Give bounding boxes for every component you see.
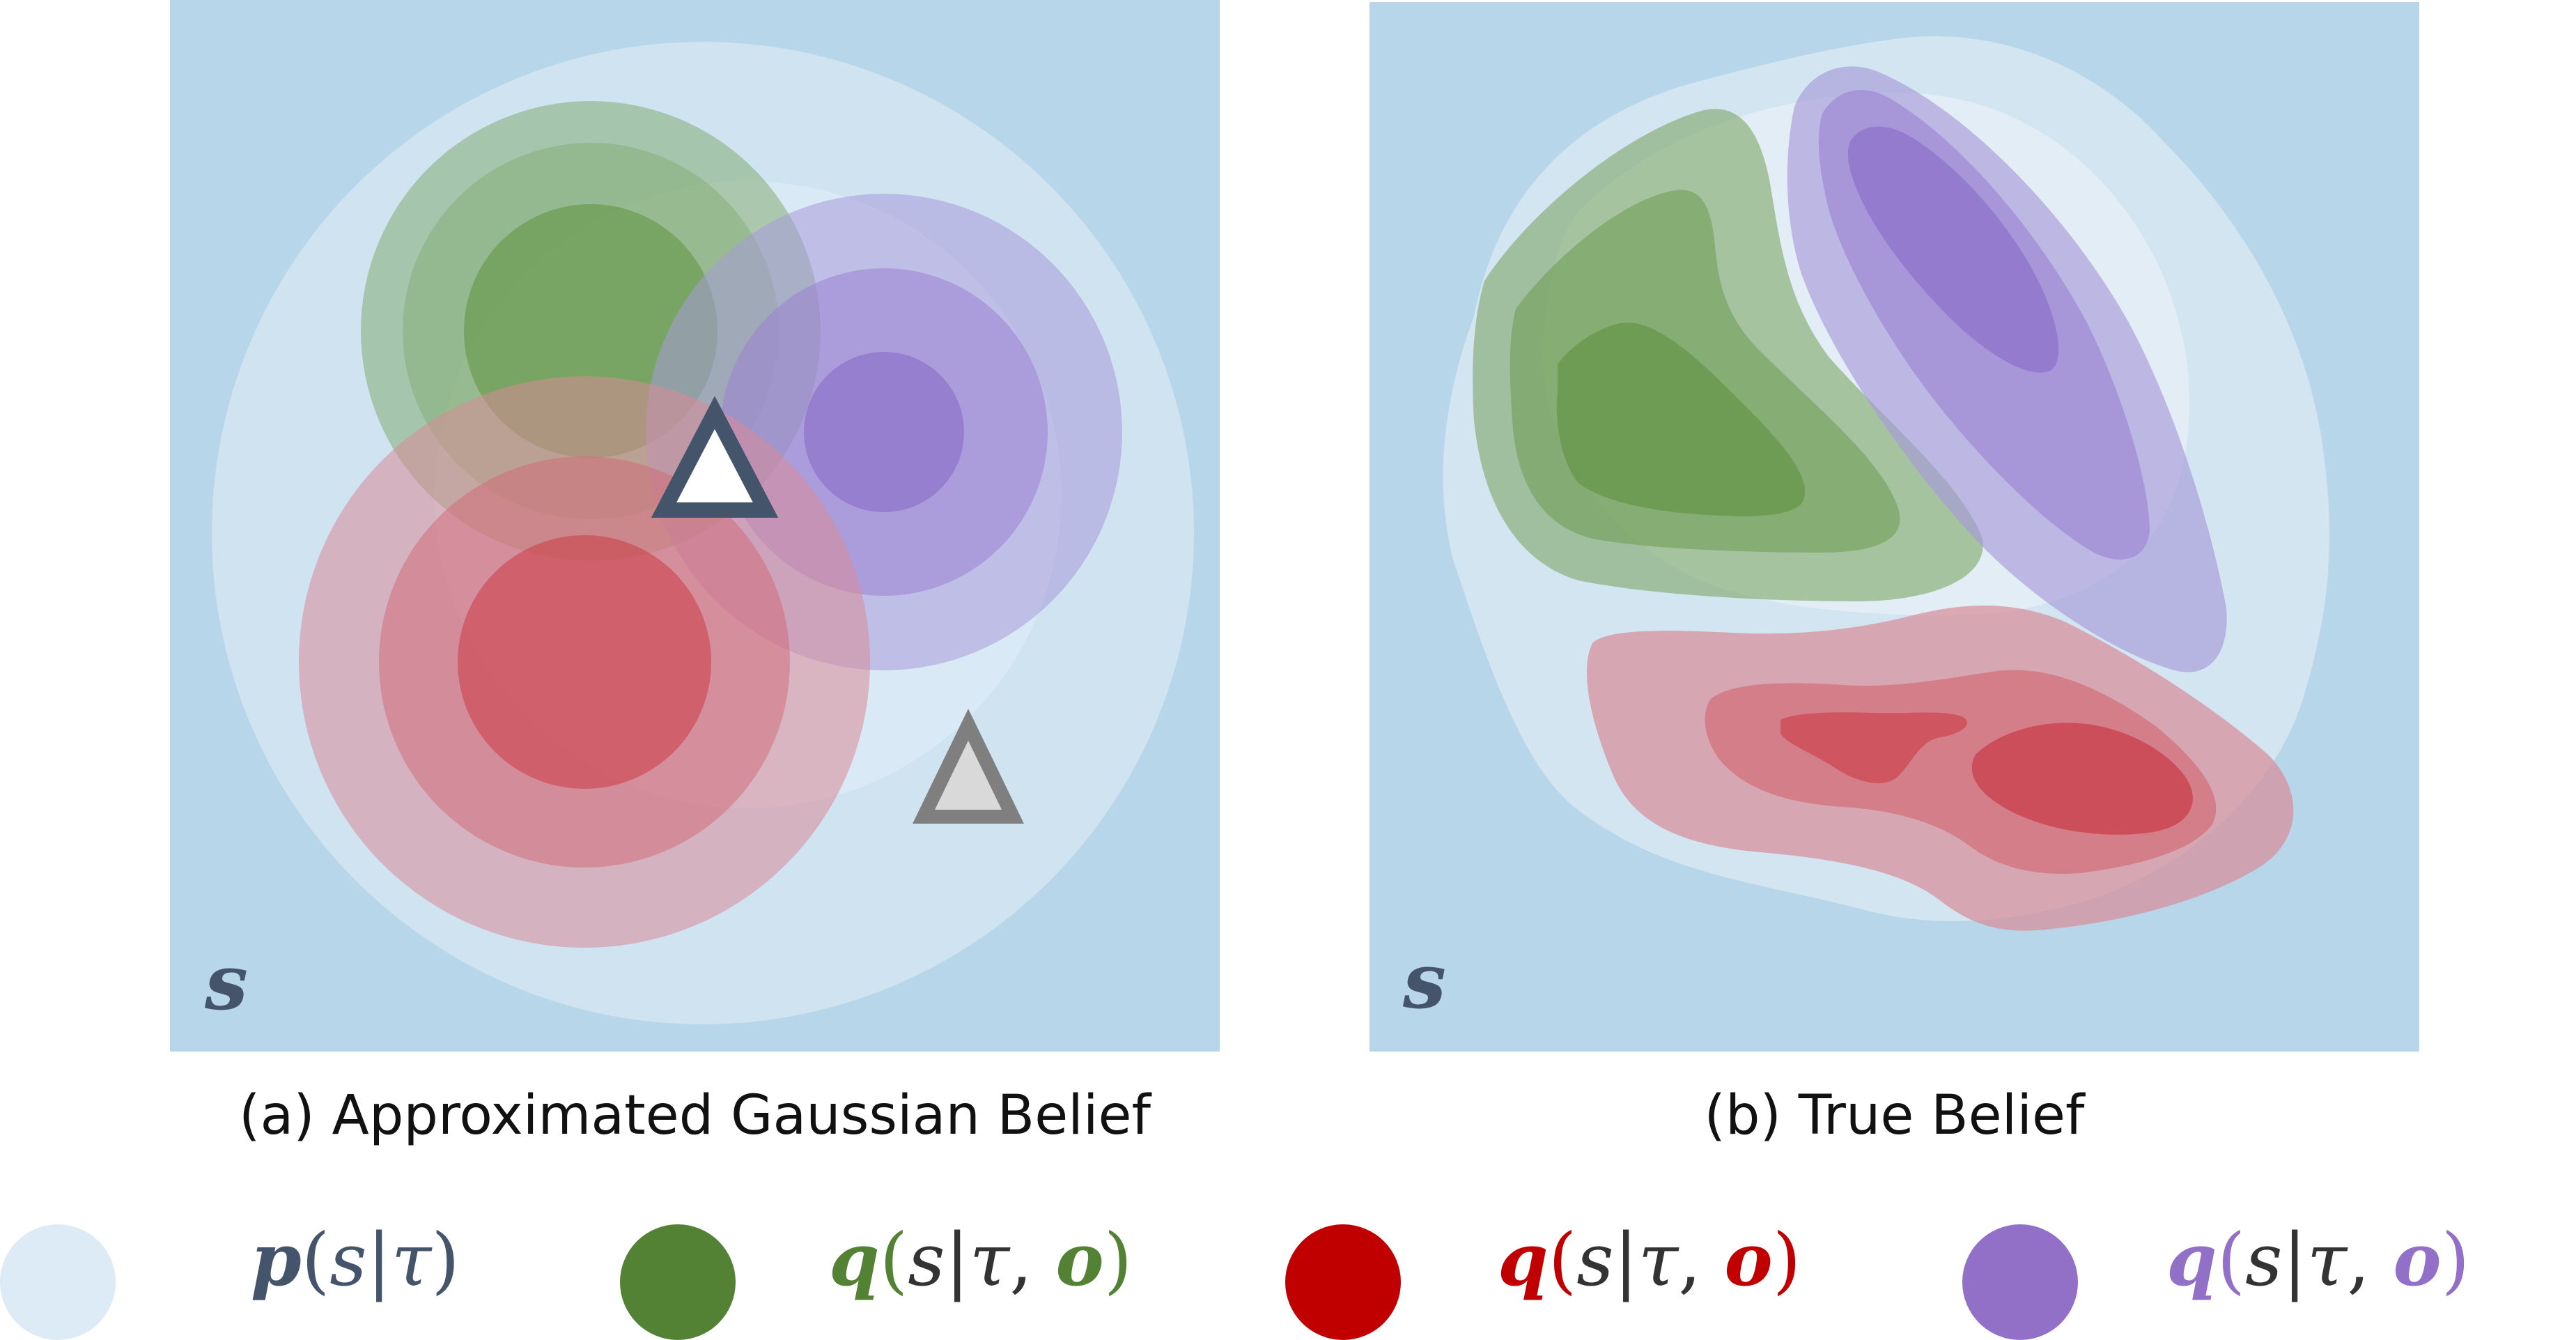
gaussian-belief-figure xyxy=(212,42,1194,1024)
legend-swatch-red xyxy=(1285,1224,1401,1340)
state-space-label: s xyxy=(1403,936,1446,1026)
state-space-label: s xyxy=(205,937,248,1027)
legend-label-red: q(s|τ, o) xyxy=(1498,1217,1801,1302)
green-true-inner xyxy=(1556,323,1806,516)
caption-true-belief: (b) True Belief xyxy=(1704,1084,2085,1147)
red-true-inner-right xyxy=(1971,723,2193,835)
legend-label-green: q(s|τ, o) xyxy=(829,1217,1133,1302)
true-belief-panel: s xyxy=(1370,2,2419,1052)
caption-gaussian-belief: (a) Approximated Gaussian Belief xyxy=(239,1084,1151,1147)
legend-label-prior: p(s|τ) xyxy=(251,1217,460,1302)
red-true-inner-left xyxy=(1780,712,1968,783)
true-belief-figure xyxy=(1443,36,2330,931)
sample-triangle-marker xyxy=(913,709,1024,824)
legend-swatch-purple xyxy=(1962,1224,2078,1340)
red-gaussian-inner xyxy=(458,535,711,789)
purple-true-inner xyxy=(1847,126,2059,373)
legend-label-purple: q(s|τ, o) xyxy=(2166,1217,2470,1302)
legend-swatch-green xyxy=(620,1224,736,1340)
purple-gaussian-inner xyxy=(804,352,964,512)
mean-triangle-marker xyxy=(651,396,779,518)
gaussian-belief-panel: s xyxy=(170,0,1220,1052)
legend-swatch-prior xyxy=(0,1224,116,1340)
